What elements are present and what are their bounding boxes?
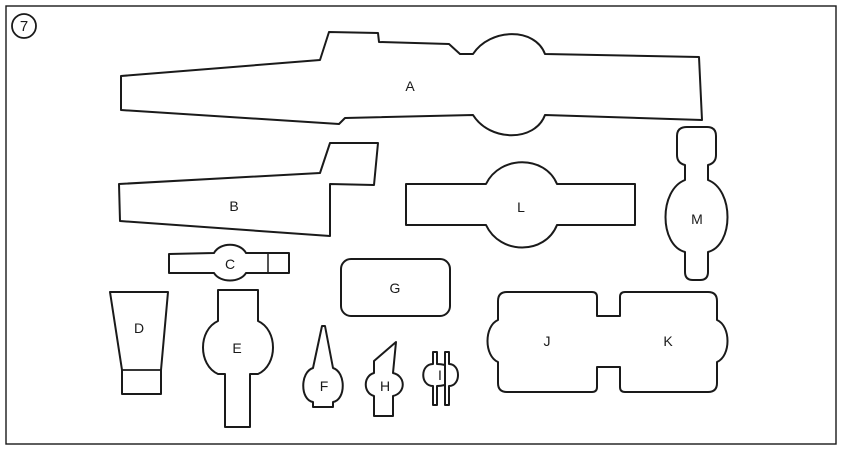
piece-i: I <box>422 351 459 406</box>
piece-e: E <box>202 289 274 428</box>
piece-a: A <box>120 31 703 137</box>
piece-a-label: A <box>405 78 415 94</box>
step-number: 7 <box>20 18 28 35</box>
piece-f-label: F <box>320 378 329 394</box>
piece-d-label: D <box>134 320 144 336</box>
piece-h-label: H <box>380 378 390 394</box>
piece-e-label: E <box>232 340 241 356</box>
piece-jk: J K <box>486 291 729 393</box>
diagram-frame <box>5 5 837 445</box>
piece-c: C <box>168 243 290 282</box>
piece-b-label: B <box>229 198 238 214</box>
piece-g-label: G <box>390 280 401 296</box>
piece-l: L <box>405 161 636 249</box>
step-badge: 7 <box>11 13 37 39</box>
piece-c-label: C <box>225 256 235 272</box>
piece-f: F <box>302 325 344 408</box>
piece-h: H <box>364 341 404 417</box>
piece-m-label: M <box>691 211 703 227</box>
piece-j-label: J <box>544 333 551 349</box>
piece-g: G <box>340 258 451 317</box>
piece-b: B <box>118 142 379 237</box>
piece-l-label: L <box>517 199 525 215</box>
piece-m: M <box>664 126 729 281</box>
piece-k-label: K <box>663 333 673 349</box>
piece-d: D <box>109 291 169 395</box>
piece-i-label: I <box>438 367 442 383</box>
